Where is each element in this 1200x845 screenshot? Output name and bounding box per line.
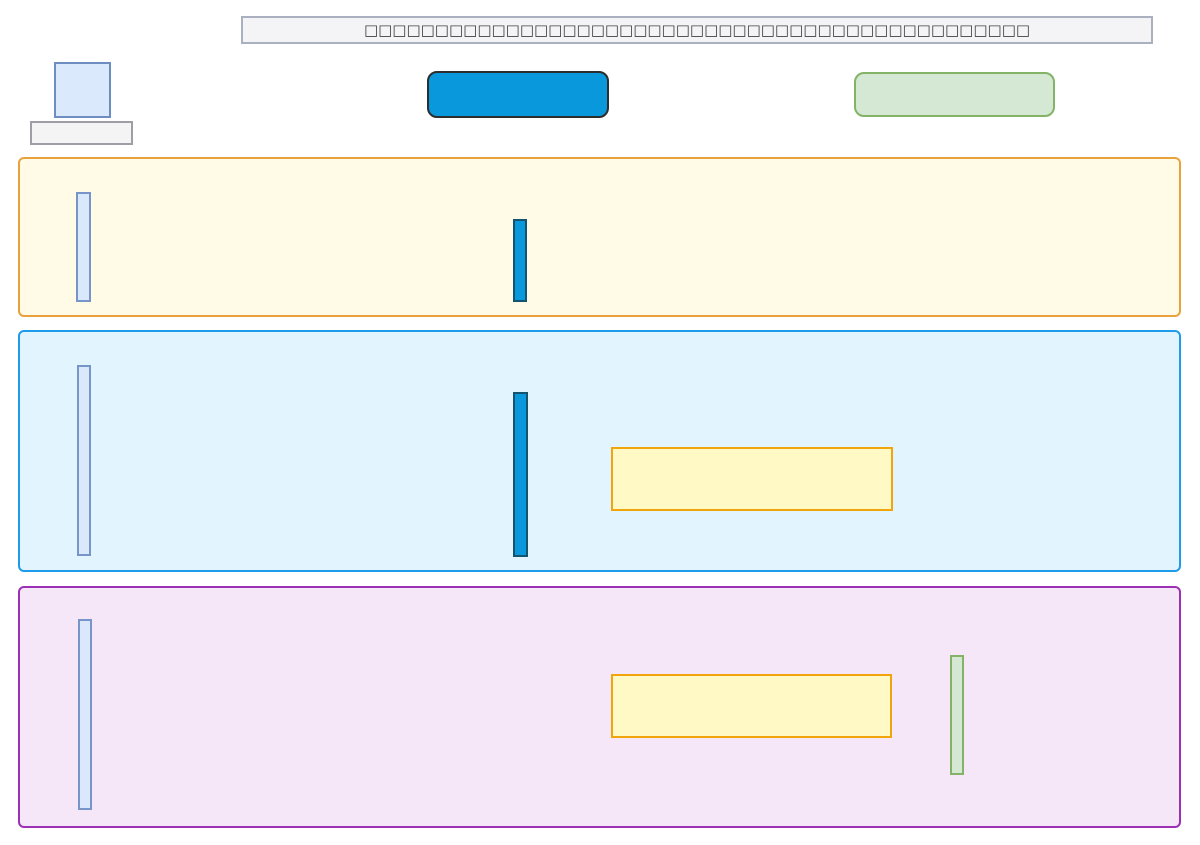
lane-yellow [18, 157, 1181, 317]
note-box-yellow [611, 674, 892, 738]
diagram-title-text: □□□□□□□□□□□□□□□□□□□□□□□□□□□□□□□□□□□□□□□□… [363, 20, 1031, 39]
activation-bar-green [950, 655, 964, 775]
activation-bar-blue [513, 219, 527, 302]
lane-pink [18, 586, 1181, 828]
participant-blue-box [427, 71, 609, 118]
participant-green-box [854, 72, 1055, 117]
actor-icon-shape [54, 62, 111, 118]
activation-bar-lavender [78, 619, 92, 810]
activation-bar-lavender [76, 192, 91, 302]
diagram-title-bar: □□□□□□□□□□□□□□□□□□□□□□□□□□□□□□□□□□□□□□□□… [241, 16, 1153, 44]
activation-bar-lavender [77, 365, 91, 556]
note-box-yellow [611, 447, 893, 511]
lane-blue [18, 330, 1181, 572]
activation-bar-blue [513, 392, 528, 557]
actor-label-box [30, 121, 133, 145]
